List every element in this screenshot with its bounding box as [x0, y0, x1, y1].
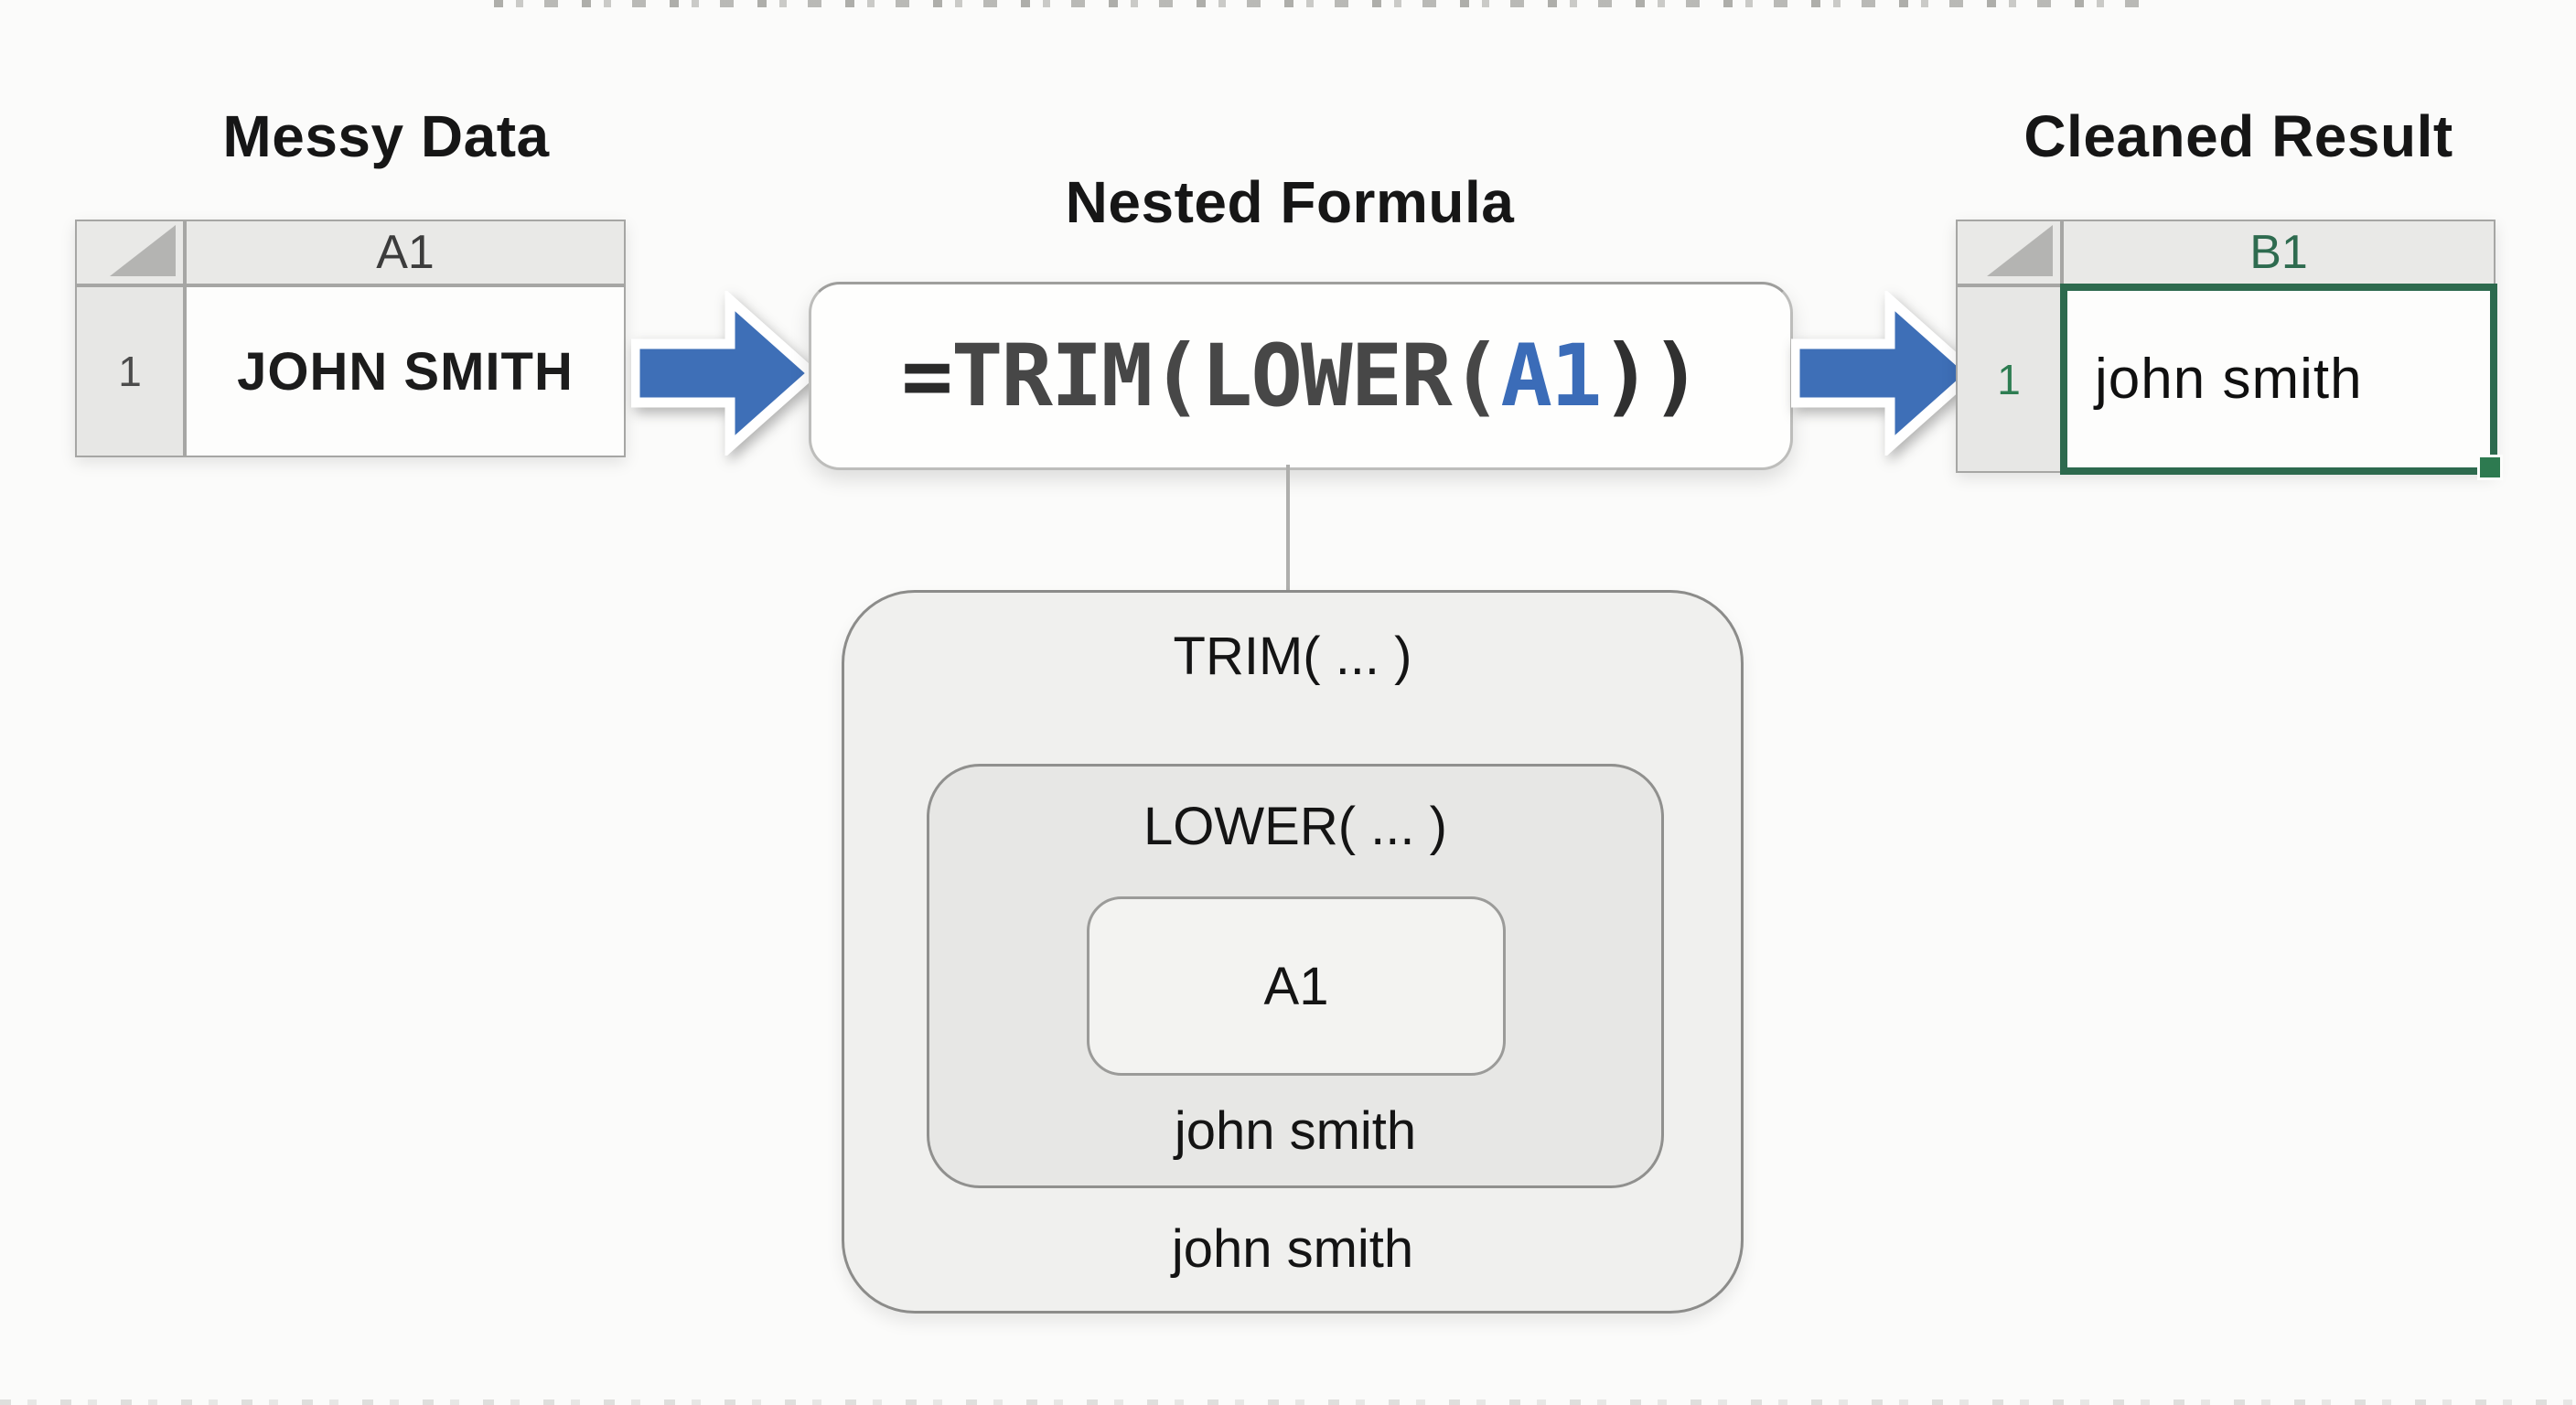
- arrow-right-icon: [1791, 291, 1978, 456]
- lower-result-label: john smith: [1174, 1101, 1417, 1161]
- nested-formula-title: Nested Formula: [1065, 169, 1515, 235]
- top-edge-artifact: [494, 0, 2159, 7]
- formula-cell-ref: A1: [1500, 326, 1602, 426]
- connector-line: [1286, 465, 1290, 592]
- lower-function-box: LOWER( ... ) A1 john smith: [927, 764, 1664, 1188]
- formula-body: TRIM(LOWER(: [950, 326, 1503, 426]
- formula-closing-parens: )): [1600, 326, 1702, 426]
- row-header-1: 1: [75, 285, 185, 457]
- cell-b1-text: john smith: [2095, 348, 2363, 411]
- bottom-edge-artifact: [0, 1400, 2576, 1405]
- cell-ref-box: A1: [1087, 896, 1506, 1076]
- column-header-b1: B1: [2062, 220, 2496, 285]
- select-all-cell: [75, 220, 185, 285]
- trim-function-label: TRIM( ... ): [1173, 627, 1412, 686]
- select-all-triangle-icon: [110, 225, 176, 276]
- trim-function-box: TRIM( ... ) LOWER( ... ) A1 john smith j…: [842, 590, 1744, 1314]
- cell-ref-label: A1: [1263, 956, 1329, 1016]
- cell-a1-value: JOHN SMITH: [185, 285, 626, 457]
- cleaned-result-title: Cleaned Result: [2023, 103, 2453, 169]
- row-header-1: 1: [1956, 285, 2062, 473]
- cleaned-result-table: B1 1 john smith: [1956, 220, 2503, 480]
- select-all-cell: [1956, 220, 2062, 285]
- arrow-right-icon: [631, 291, 818, 456]
- fill-handle: [2477, 455, 2503, 480]
- cell-b1-value: john smith: [2060, 284, 2503, 480]
- formula-equals: =: [901, 326, 953, 426]
- column-header-a1: A1: [185, 220, 626, 285]
- formula-box: =TRIM(LOWER(A1)): [809, 282, 1793, 470]
- trim-result-label: john smith: [1171, 1219, 1414, 1279]
- messy-data-title: Messy Data: [222, 103, 550, 169]
- select-all-triangle-icon: [1987, 225, 2053, 276]
- messy-data-table: A1 1 JOHN SMITH: [75, 220, 626, 457]
- lower-function-label: LOWER( ... ): [1143, 797, 1447, 856]
